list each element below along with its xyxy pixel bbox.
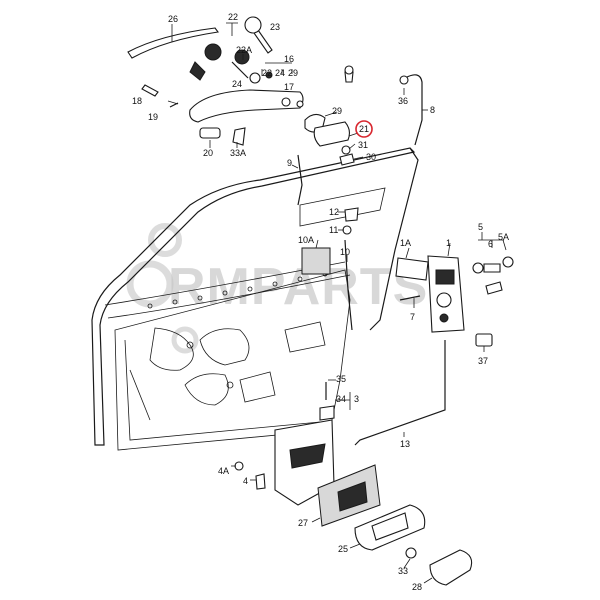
lock-cylinder [204,43,222,61]
callout-label: 4 [243,476,248,486]
callout-label: 27 [298,518,308,528]
callout-label: 24 [275,68,285,78]
callout-label: 34 [336,394,346,404]
callout-label: 22 [262,68,272,78]
inner-handle-assembly [234,382,473,586]
callout-label: 25 [338,544,348,554]
callout-label: 4A [218,466,229,476]
callout-label: 26 [168,14,178,24]
key-icon [189,61,206,81]
callout-label: 29 [288,68,298,78]
callout-label: 11 [329,225,338,235]
callout-label: 30 [366,152,376,162]
foam-pad [301,247,331,275]
callout-label: 8 [430,105,435,115]
callout-label: 18 [132,96,142,106]
callout-label: 3 [354,394,359,404]
callout-label: 33A [230,148,246,158]
watermark-text: RMPARTS [168,258,428,316]
screw [141,84,159,97]
callout-label: 5 [478,222,483,232]
callout-label: 10 [340,247,350,257]
callout-label: 10A [298,235,314,245]
callout-label: 1 [446,238,451,248]
callout-label: 22 [228,12,238,22]
callout-label: 37 [478,356,488,366]
callout-label: 7 [410,312,415,322]
callout-label: 5A [498,232,509,242]
callout-label: 13 [400,439,410,449]
highlight-ring [355,120,373,138]
callout-label: 21 [359,124,369,134]
callout-label: 29 [332,106,342,116]
door-frame [91,147,419,451]
handle-cover-plate [429,549,473,586]
callout-label: 9 [287,158,292,168]
callout-label: 31 [358,140,368,150]
outer-handle-assembly [127,16,304,146]
callout-label: 17 [284,82,294,92]
callout-label: 20 [203,148,213,158]
upper-right-parts [297,65,423,331]
lock-mechanism [354,255,514,446]
callout-label: 22A [236,45,252,55]
callout-label: 28 [412,582,422,592]
callout-label: 23 [270,22,280,32]
callout-label: 24 [232,79,242,89]
callout-labels: 26 22 23 22A 16 22 24 29 24 17 18 19 20 … [132,12,509,592]
callout-label: 36 [398,96,408,106]
callout-label: 12 [329,207,339,217]
callout-label: 33 [398,566,408,576]
callout-label: 19 [148,112,158,122]
callout-label: 6 [488,239,493,249]
handle-gasket-21 [313,121,351,147]
seal-strip [127,27,219,59]
handle-gasket [199,127,221,139]
door-handle [189,89,304,123]
callout-label: 16 [284,54,294,64]
gear-icon [148,223,182,257]
callout-label: 35 [336,374,346,384]
gear-icon [171,326,199,354]
callout-label: 1A [400,238,411,248]
